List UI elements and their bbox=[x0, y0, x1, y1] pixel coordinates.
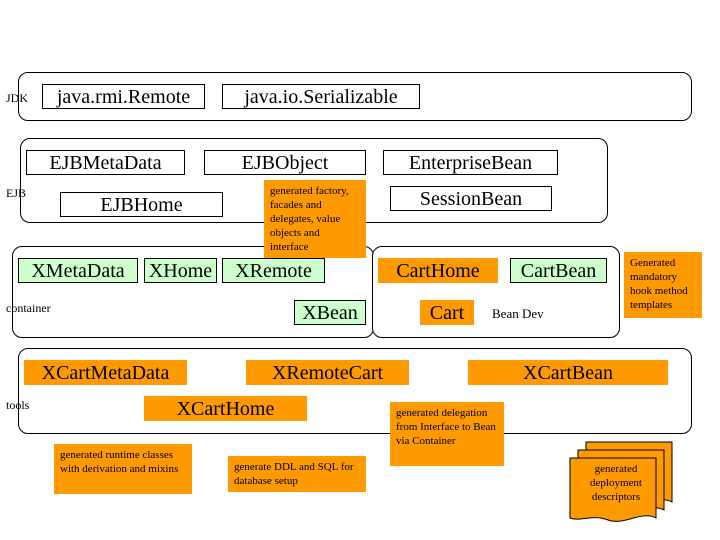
java-io-serializable-box: java.io.Serializable bbox=[222, 84, 420, 109]
deployment-descriptors-icon bbox=[569, 441, 673, 522]
xremote-cart-box: XRemoteCart bbox=[246, 360, 409, 385]
ddl-note: generate DDL and SQL for database setup bbox=[228, 456, 366, 492]
delegation-note: generated delegation from Interface to B… bbox=[390, 402, 504, 466]
hooks-note: Generated mandatory hook method template… bbox=[624, 252, 702, 318]
ejb-layer-label: EJB bbox=[6, 186, 27, 200]
xhome-box: XHome bbox=[144, 258, 217, 283]
xcart-metadata-box: XCartMetaData bbox=[24, 360, 187, 385]
jdk-layer-label: JDK bbox=[6, 91, 29, 105]
container-layer-label: container bbox=[6, 301, 51, 315]
deployment-descriptors-note: generated deployment descriptors bbox=[590, 463, 642, 503]
xmetadata-box: XMetaData bbox=[18, 258, 138, 283]
ejb-metadata-box: EJBMetaData bbox=[26, 150, 185, 175]
ejb-home-box: EJBHome bbox=[60, 192, 223, 217]
tools-layer-label: tools bbox=[6, 398, 30, 412]
cart-home-box: CartHome bbox=[378, 258, 498, 283]
xbean-box: XBean bbox=[294, 300, 366, 325]
xremote-box: XRemote bbox=[222, 258, 325, 283]
xcart-home-box: XCartHome bbox=[144, 396, 307, 421]
java-rmi-remote-box: java.rmi.Remote bbox=[42, 84, 205, 109]
xcart-bean-box: XCartBean bbox=[468, 360, 668, 385]
session-bean-box: SessionBean bbox=[390, 186, 552, 211]
cart-box: Cart bbox=[420, 300, 474, 325]
bean-dev-label: Bean Dev bbox=[492, 306, 544, 321]
ejb-object-box: EJBObject bbox=[204, 150, 366, 175]
runtime-note: generated runtime classes with derivatio… bbox=[54, 444, 192, 494]
factory-note: generated factory, facades and delegates… bbox=[264, 180, 366, 258]
enterprise-bean-box: EnterpriseBean bbox=[383, 150, 558, 175]
cart-bean-box: CartBean bbox=[510, 258, 607, 283]
